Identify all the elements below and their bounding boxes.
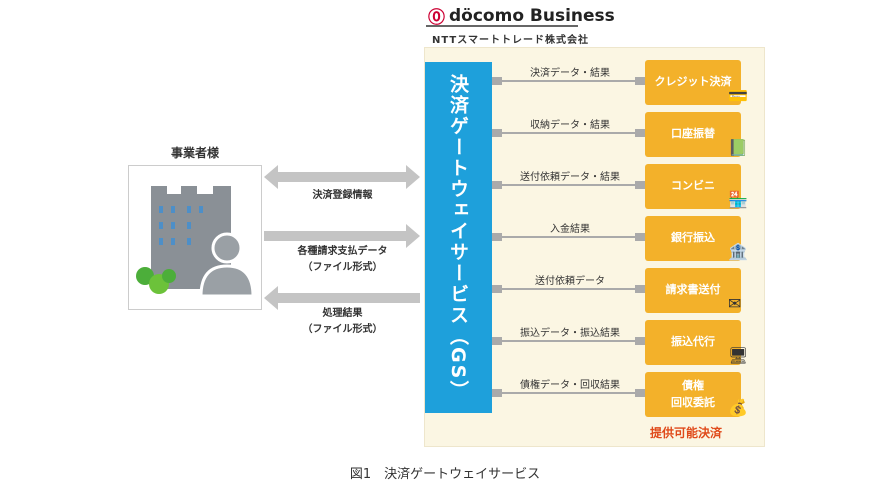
service-connector <box>492 77 645 85</box>
business-illustration <box>128 165 262 310</box>
service-connector <box>492 285 645 293</box>
service-line-label: 送付依頼データ・結果 <box>520 172 620 183</box>
service-box: 債権 回収委託 <box>645 372 741 417</box>
flow-label: 各種請求支払データ （ファイル形式） <box>297 246 388 273</box>
available-payments-label: 提供可能決済 <box>650 426 723 440</box>
figure-caption: 図1 決済ゲートウェイサービス <box>349 467 541 482</box>
logo-text: döcomo Business <box>449 5 615 26</box>
service-connector <box>492 129 645 137</box>
service-line-label: 入金結果 <box>550 224 590 235</box>
service-connector <box>492 389 645 397</box>
service-connector <box>492 337 645 345</box>
building-person-icon <box>136 186 255 298</box>
service-box: コンビニ <box>645 164 741 209</box>
flow-label: 処理結果 （ファイル形式） <box>302 308 383 335</box>
service-line-label: 送付依頼データ <box>535 276 605 287</box>
bank-icon: 🏦 <box>728 242 748 261</box>
service-line-label: 収納データ・結果 <box>530 120 610 131</box>
store-icon: 🏪 <box>728 190 748 209</box>
arrow-left <box>264 286 420 310</box>
service-box: 銀行振込 <box>645 216 741 261</box>
service-box: クレジット決済 <box>645 60 741 105</box>
company-name: NTTスマートトレード株式会社 <box>432 35 589 46</box>
money-bag-icon: 💰 <box>728 398 748 417</box>
business-title: 事業者様 <box>170 146 219 160</box>
arrow-right <box>264 224 420 248</box>
monitor-icon: 🖥 <box>728 346 749 365</box>
bankbook-icon: 📗 <box>728 138 748 157</box>
logo-mark-icon: ⓪ <box>428 8 445 28</box>
service-box: 振込代行 <box>645 320 741 365</box>
service-connector <box>492 181 645 189</box>
service-line-label: 決済データ・結果 <box>530 68 610 79</box>
service-line-label: 振込データ・振込結果 <box>520 328 620 339</box>
service-box: 請求書送付 <box>645 268 741 313</box>
flow-arrows <box>264 165 420 310</box>
flow-label: 決済登録情報 <box>312 190 373 201</box>
service-box: 口座振替 <box>645 112 741 157</box>
gateway-service-bar: 決済ゲートウェイサービス（GS） <box>425 62 492 413</box>
service-connector <box>492 233 645 241</box>
arrow-both <box>264 165 420 189</box>
service-line-label: 債権データ・回収結果 <box>520 380 620 391</box>
credit-card-icon: 💳 <box>728 86 748 105</box>
divider <box>426 25 578 27</box>
envelope-icon: ✉ <box>728 294 742 313</box>
